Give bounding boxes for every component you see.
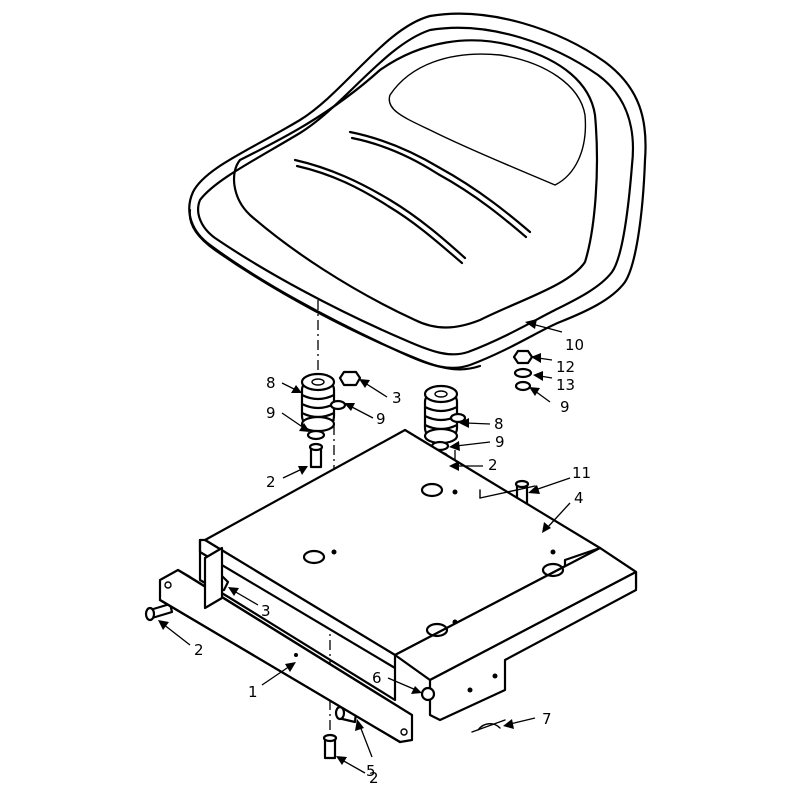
callout-labels: 10 12 13 9 8 9 2 11 4 3 9 8 9 2 3 2 1 6 … [194,336,591,787]
callout-2-right: 2 [488,456,498,474]
callout-3-top: 3 [392,389,402,407]
washer-13 [513,367,533,379]
callout-9-top-right: 9 [560,398,570,416]
cotter-pin-7 [471,719,506,733]
washer-9-mid [329,399,347,411]
seat-part [188,12,647,371]
callout-11: 11 [572,464,591,482]
nut-3-top [338,370,362,387]
callout-7: 7 [542,710,552,728]
callout-2-left: 2 [266,473,276,491]
nut-12 [512,349,534,365]
spring-left [300,372,336,433]
callout-10: 10 [565,336,584,354]
leader-lines [158,319,571,774]
hardware-small [208,349,534,592]
callout-8-left: 8 [266,374,276,392]
callout-9-right: 9 [495,433,505,451]
washer-9-top-right [514,380,532,392]
callout-9-mid: 9 [376,410,386,428]
callout-12: 12 [556,358,575,376]
nut-6 [420,686,436,702]
callout-13: 13 [556,376,575,394]
callout-1: 1 [248,683,258,701]
callout-8-right: 8 [494,415,504,433]
callout-4: 4 [574,489,584,507]
base-plate [198,428,638,722]
callout-9-left: 9 [266,404,276,422]
callout-2-bottom: 2 [369,769,379,787]
callout-5: 5 [366,762,376,780]
callout-6: 6 [372,669,382,687]
slide-rail [158,546,506,744]
washer-9-right2 [449,412,467,424]
washer-9-left [306,429,326,441]
callout-3-front: 3 [261,602,271,620]
callout-2-front: 2 [194,641,204,659]
